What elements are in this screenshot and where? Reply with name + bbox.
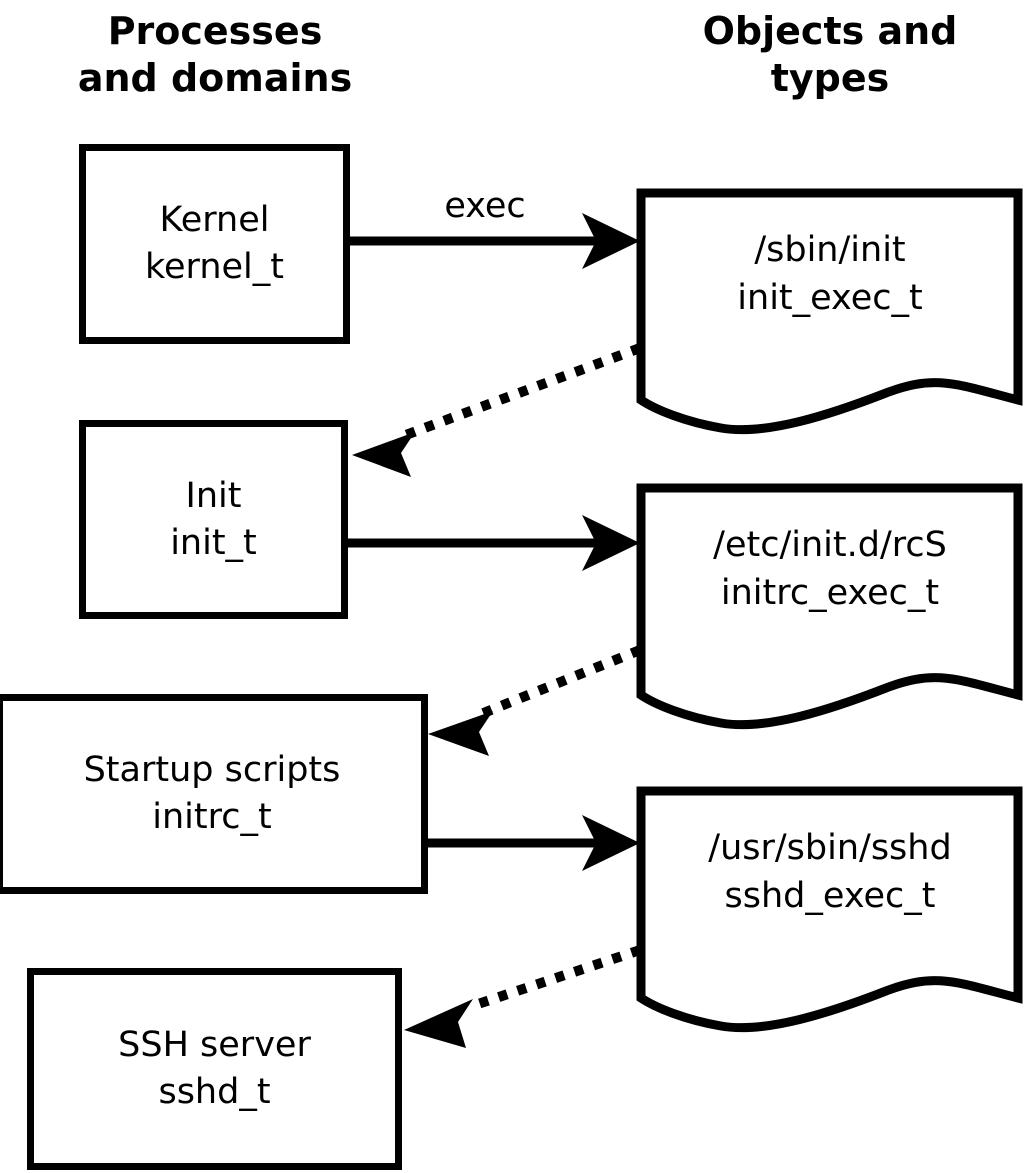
process-node-initrc[interactable]: Startup scripts initrc_t [0,694,428,894]
edge-kernel-exec-init_exec [350,213,640,269]
column-heading-processes: Processes and domains [77,9,353,100]
object-node-initrc_exec[interactable]: /etc/init.d/rcS initrc_exec_t [636,483,1024,733]
process-node-sshd-name: SSH server [118,1025,311,1065]
process-node-init[interactable]: Init init_t [79,420,348,619]
object-node-sshd_exec[interactable]: /usr/sbin/sshd sshd_exec_t [636,786,1024,1036]
process-node-initrc-type: initrc_t [152,797,272,837]
process-node-sshd[interactable]: SSH server sshd_t [27,968,402,1170]
edge-sshd_exec-transition-sshd [404,945,642,1048]
process-node-initrc-name: Startup scripts [83,750,341,790]
object-node-init_exec[interactable]: /sbin/init init_exec_t [636,188,1024,438]
edge-init_exec-transition-init [352,343,642,477]
document-shape-icon [636,786,1023,1033]
document-shape-icon [636,188,1023,435]
process-node-init-type: init_t [170,522,257,563]
edge-initrc_exec-transition-initrc [428,645,642,756]
process-node-kernel-type: kernel_t [145,247,284,287]
edge-initrc-exec-sshd_exec [428,815,640,871]
column-heading-objects: Objects and types [702,9,958,100]
document-shape-icon [636,483,1023,730]
process-node-kernel-name: Kernel [159,200,270,240]
edge-label-exec: exec [444,186,526,226]
process-node-init-name: Init [185,475,242,516]
process-node-kernel[interactable]: Kernel kernel_t [79,144,350,344]
process-node-sshd-type: sshd_t [158,1072,271,1112]
edge-init-exec-initrc_exec [348,515,640,571]
